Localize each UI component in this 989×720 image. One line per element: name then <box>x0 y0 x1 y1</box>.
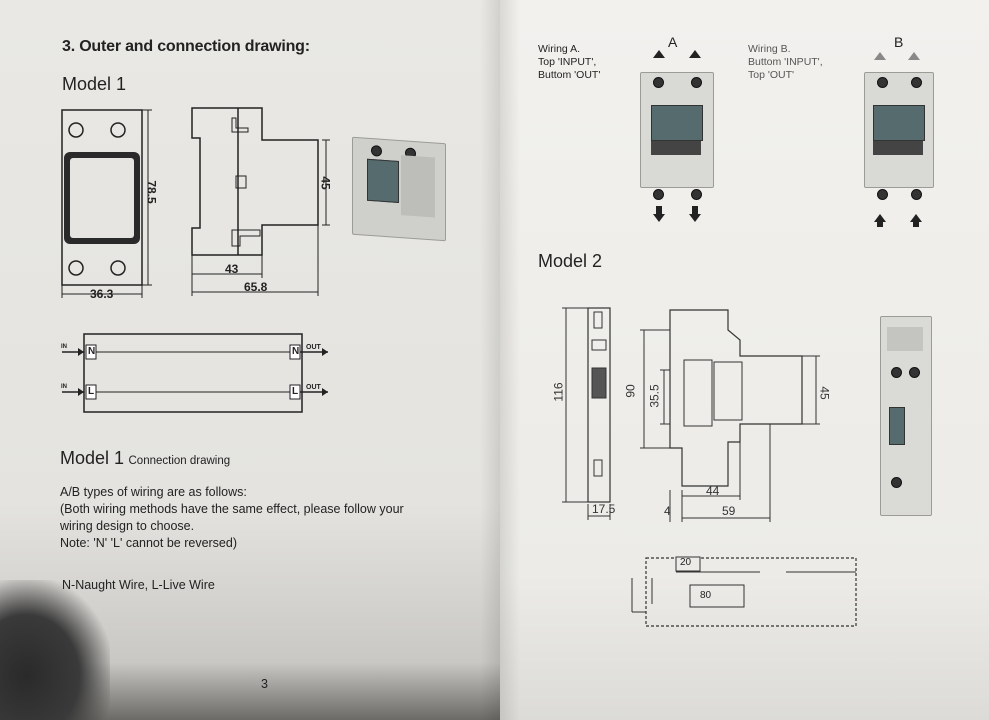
m2-dim-offset: 4 <box>664 504 671 518</box>
l-terminal-right: L <box>292 386 299 397</box>
meter-a-arrows <box>653 50 701 222</box>
legend-text: N-Naught Wire, L-Live Wire <box>62 578 215 592</box>
label-a: A <box>668 34 678 50</box>
model1-side-drawing <box>191 107 330 296</box>
section-title: 3. Outer and connection drawing: <box>62 38 310 55</box>
instruction-line-4: Note: 'N' 'L' cannot be reversed) <box>60 536 237 550</box>
m2-dim-depth-b: 59 <box>722 504 736 518</box>
photo-shadow <box>0 580 110 720</box>
model1-wiring-diagram <box>62 333 328 413</box>
m2-dim-width: 17.5 <box>592 502 616 516</box>
model1-label: Model 1 <box>62 74 127 94</box>
meter-b-photo <box>864 72 934 200</box>
model2-side-drawing <box>640 309 820 522</box>
wiring-b-line-2: Buttom 'INPUT', <box>748 56 823 68</box>
n-in-label: IN <box>61 344 67 350</box>
connection-title-small: Connection drawing <box>128 455 231 467</box>
dim-side-inner: 43 <box>225 262 239 276</box>
m2-dim-20: 20 <box>680 557 692 568</box>
label-b: B <box>894 34 904 50</box>
page-number: 3 <box>261 677 268 691</box>
instruction-line-3: wiring design to choose. <box>60 519 195 533</box>
n-terminal-right: N <box>292 346 300 357</box>
m2-dim-depth-a: 44 <box>706 484 720 498</box>
left-page: 3. Outer and connection drawing: Model 1… <box>0 0 500 720</box>
wiring-a-line-2: Top 'INPUT', <box>538 56 597 68</box>
model2-bottom-drawing <box>631 556 857 627</box>
wiring-a-line-3: Buttom 'OUT' <box>538 69 601 81</box>
wiring-a-line-1: Wiring A. <box>538 43 581 55</box>
instruction-line-1: A/B types of wiring are as follows: <box>60 485 247 499</box>
dim-side-total: 65.8 <box>244 280 268 294</box>
dim-width: 36.3 <box>90 287 114 301</box>
right-page: Wiring A. Top 'INPUT', Buttom 'OUT' Wiri… <box>500 0 989 720</box>
wiring-b-line-1: Wiring B. <box>748 43 791 55</box>
instruction-line-2: (Both wiring methods have the same effec… <box>60 502 404 516</box>
n-terminal-left: N <box>88 346 96 357</box>
l-terminal-left: L <box>88 386 95 397</box>
model2-front-drawing <box>562 307 611 520</box>
m2-dim-80: 80 <box>700 590 712 601</box>
connection-title: Model 1 Connection drawing <box>60 448 230 469</box>
connection-title-big: Model 1 <box>60 448 125 468</box>
model1-front-drawing <box>61 109 152 298</box>
l-in-label: IN <box>61 384 67 390</box>
l-out-label: OUT <box>306 384 321 391</box>
meter-a-photo <box>640 72 714 200</box>
meter-model2-photo <box>880 316 932 516</box>
wiring-b-line-3: Top 'OUT' <box>748 69 795 81</box>
n-out-label: OUT <box>306 344 321 351</box>
meter-b-arrows <box>874 52 922 227</box>
model2-label: Model 2 <box>538 251 603 271</box>
